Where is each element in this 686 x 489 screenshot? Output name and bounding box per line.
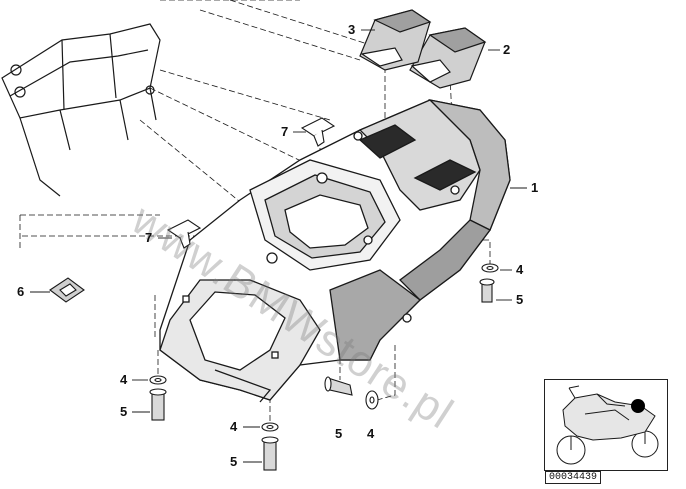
callout-4-left: 4 (120, 372, 128, 387)
callout-3: 3 (348, 22, 356, 37)
cover-part-3 (359, 9, 432, 71)
highlight-marker (631, 399, 645, 413)
bolts (149, 278, 495, 471)
callout-5-bottom: 5 (335, 426, 343, 441)
callout-4-center: 4 (230, 419, 238, 434)
clip-7-upper (300, 117, 336, 147)
motorcycle-thumbnail-drawing (556, 385, 659, 465)
callout-2: 2 (503, 42, 511, 57)
motorcycle-thumbnail (544, 379, 668, 471)
reference-number: 00034439 (545, 471, 602, 484)
nut-6 (49, 277, 85, 303)
callout-7-lower: 7 (145, 230, 153, 245)
cover-part-2 (409, 27, 487, 89)
callout-7-upper: 7 (281, 124, 289, 139)
callout-5-center: 5 (230, 454, 238, 469)
rear-seat-cowl (159, 98, 511, 403)
callout-leaders (30, 29, 527, 463)
callout-6: 6 (17, 284, 25, 299)
callout-4-bottom: 4 (367, 426, 375, 441)
callout-5-left: 5 (120, 404, 128, 419)
clip-7-lower (166, 219, 202, 249)
frame-outline (1, 23, 161, 197)
callout-4-right: 4 (516, 262, 524, 277)
callout-5-right: 5 (516, 292, 524, 307)
callout-1: 1 (531, 180, 539, 195)
washers (149, 263, 499, 432)
